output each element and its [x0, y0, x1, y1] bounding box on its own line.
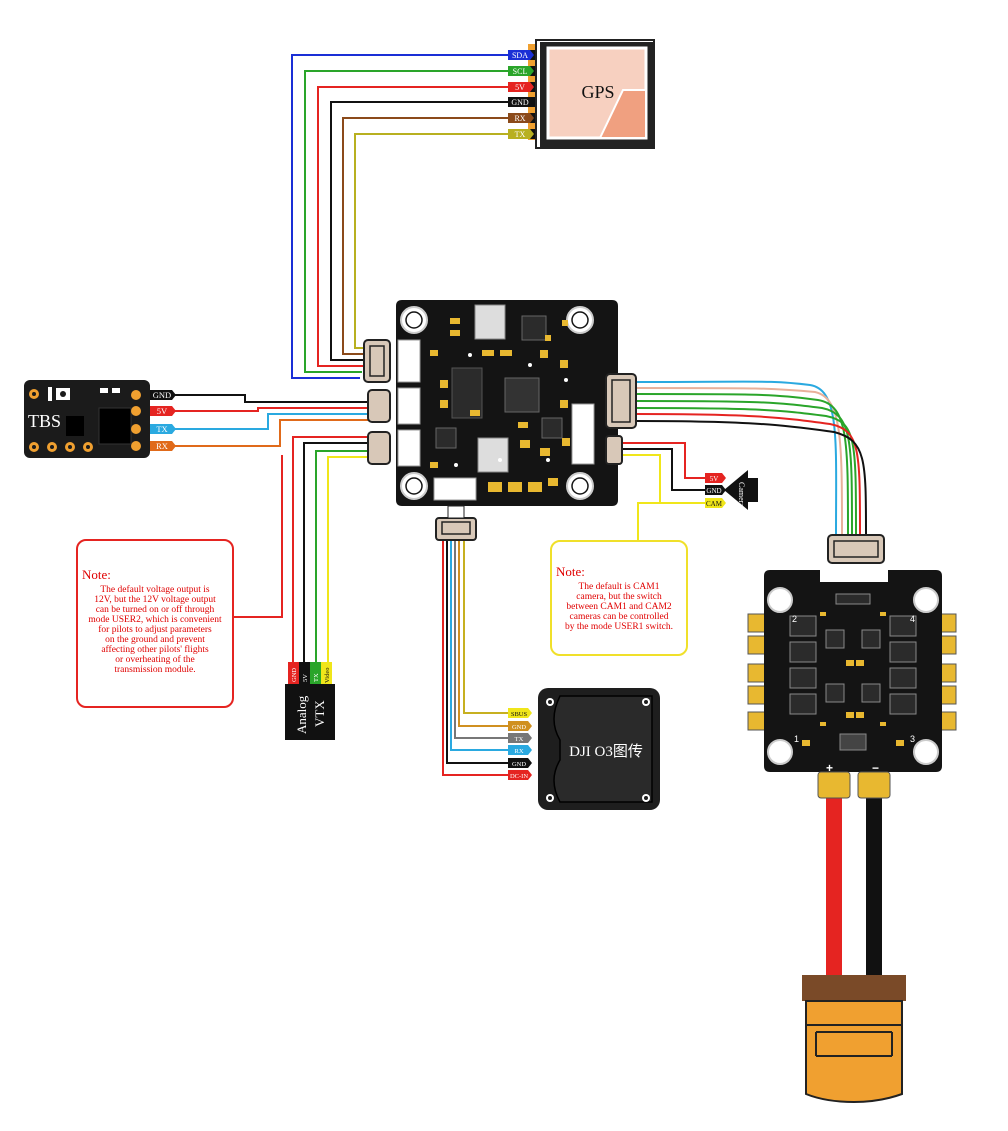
dji-pin-tx: TX [515, 736, 524, 743]
right-note-title: Note: [556, 564, 585, 579]
camera-wires [620, 442, 705, 504]
camera-pin-gnd: GND [706, 487, 721, 495]
vtx-pin-tags: GND 5V TX Video [288, 662, 332, 684]
xt60-connector [802, 975, 906, 1104]
receiver-wires [150, 394, 368, 447]
gps-pin-tx: TX [515, 130, 526, 139]
esc-board: 2 4 1 3 + − [747, 534, 957, 799]
dji-pin-rx: RX [514, 748, 523, 755]
esc-motor-2: 2 [792, 614, 797, 624]
dji-pin-gnd1: GND [512, 724, 526, 731]
camera-pin-cam: CAM [706, 500, 723, 508]
battery-black-lead [866, 795, 882, 985]
left-note-body: The default voltage output is 12V, but t… [78, 583, 232, 675]
gps-pin-gnd: GND [511, 98, 529, 107]
gps-pin-scl: SCL [513, 67, 528, 76]
left-note-title: Note: [82, 567, 111, 582]
camera-label: Camera [737, 482, 746, 507]
right-note-line: by the mode USER1 switch. [565, 622, 673, 632]
vtx-line1: Analog [294, 695, 309, 734]
vtx-pin-5v: 5V [302, 674, 309, 682]
gps-module: GPS [528, 39, 655, 149]
esc-battery-minus: − [872, 761, 879, 775]
receiver-pin-rx: RX [156, 441, 168, 451]
dji-pin-gnd2: GND [512, 761, 526, 768]
battery-red-lead [826, 795, 842, 985]
dji-wires [442, 540, 508, 776]
right-note-line: The default is CAM1 [578, 582, 660, 592]
analog-vtx: Analog VTX [285, 684, 335, 740]
camera-module: Camera [724, 470, 758, 510]
right-note-leader [637, 502, 660, 540]
gps-wires [291, 54, 508, 379]
dji-pin-tags: SBUS GND TX RX GND DC-IN [508, 708, 532, 780]
right-note-line: between CAM1 and CAM2 [566, 602, 672, 612]
left-note-line: The default voltage output is [100, 585, 210, 595]
vtx-pin-video: Video [324, 668, 331, 684]
left-note-line: for pilots to adjust parameters [98, 625, 212, 635]
flight-controller [363, 300, 637, 541]
dji-o3-unit: DJI O3图传 [538, 688, 660, 810]
vtx-pin-tx: TX [313, 673, 320, 682]
camera-pin-5v: 5V [710, 475, 719, 483]
esc-motor-1: 1 [794, 734, 799, 744]
right-note-line: camera, but the switch [576, 592, 662, 602]
left-note-line: mode USER2, which is convenient [88, 615, 222, 625]
right-note-line: cameras can be controlled [569, 612, 669, 622]
gps-pin-5v: 5V [515, 83, 525, 92]
left-note-line: affecting other pilots' flights [101, 645, 209, 655]
right-note-body: The default is CAM1 camera, but the swit… [552, 580, 686, 632]
left-note-leader [232, 455, 283, 618]
receiver-pin-gnd: GND [153, 390, 171, 400]
gps-pin-tags: SDA SCL 5V GND RX TX [508, 50, 534, 139]
esc-wires [635, 380, 867, 536]
vtx-line2: VTX [312, 700, 327, 727]
left-note-line: transmission module. [114, 665, 196, 675]
camera-pin-tags: 5V GND CAM [705, 473, 726, 508]
gps-pin-sda: SDA [512, 51, 528, 60]
esc-motor-3: 3 [910, 734, 915, 744]
left-note-line: or overheating of the [115, 655, 195, 665]
receiver-pin-tags: GND 5V TX RX [150, 390, 176, 451]
left-note: Note: The default voltage output is 12V,… [76, 539, 234, 708]
esc-motor-4: 4 [910, 614, 915, 624]
receiver-pin-tx: TX [156, 424, 167, 434]
dji-pin-dcin: DC-IN [510, 773, 528, 780]
esc-battery-plus: + [826, 761, 833, 775]
gps-label: GPS [581, 82, 614, 102]
right-note: Note: The default is CAM1 camera, but th… [550, 540, 688, 656]
dji-label: DJI O3图传 [569, 743, 643, 760]
receiver-pin-5v: 5V [157, 406, 168, 416]
vtx-wires [292, 436, 368, 665]
gps-pin-rx: RX [514, 114, 525, 123]
left-note-line: can be turned on or off through [95, 605, 215, 615]
tbs-receiver: TBS [24, 380, 150, 458]
left-note-line: 12V, but the 12V voltage output [94, 595, 216, 605]
left-note-line: on the ground and prevent [105, 635, 205, 645]
dji-pin-sbus: SBUS [511, 711, 528, 718]
vtx-pin-gnd: GND [291, 668, 298, 682]
receiver-label: TBS [28, 411, 61, 431]
